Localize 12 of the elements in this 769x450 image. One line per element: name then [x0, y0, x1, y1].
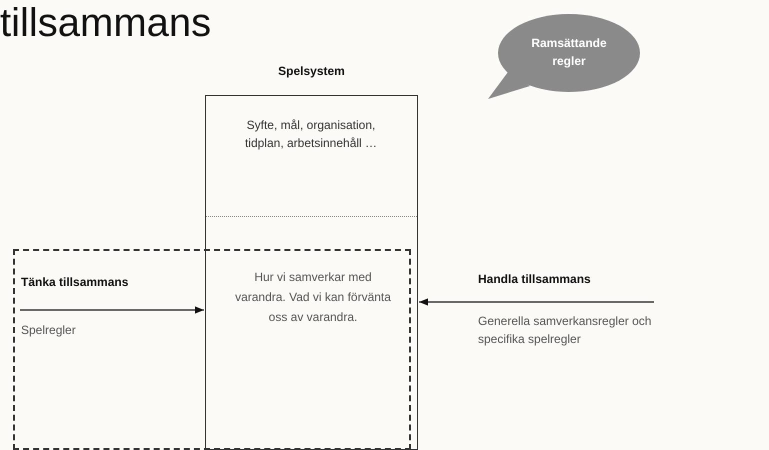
box-heading: Spelsystem [277, 64, 346, 78]
bubble-text: Ramsättande regler [530, 35, 608, 70]
frame-heading: Tänka tillsammans [21, 275, 128, 289]
block-text: Generella samverkansregler och specifika spelregler [478, 313, 652, 348]
section-text: Hur vi samverkar med varandra. Vad vi kan förvänta oss av varandra. [234, 269, 392, 326]
frame-text: Spelregler [21, 322, 76, 339]
title-text: tillsammans [0, 0, 212, 46]
dashed-frame [13, 249, 411, 450]
arrow [20, 306, 204, 314]
block-heading: Handla tillsammans [478, 272, 591, 286]
box-text: Syfte, mål, organisation, tidplan, arbetsinnehåll … [244, 117, 378, 152]
arrow [419, 298, 654, 306]
